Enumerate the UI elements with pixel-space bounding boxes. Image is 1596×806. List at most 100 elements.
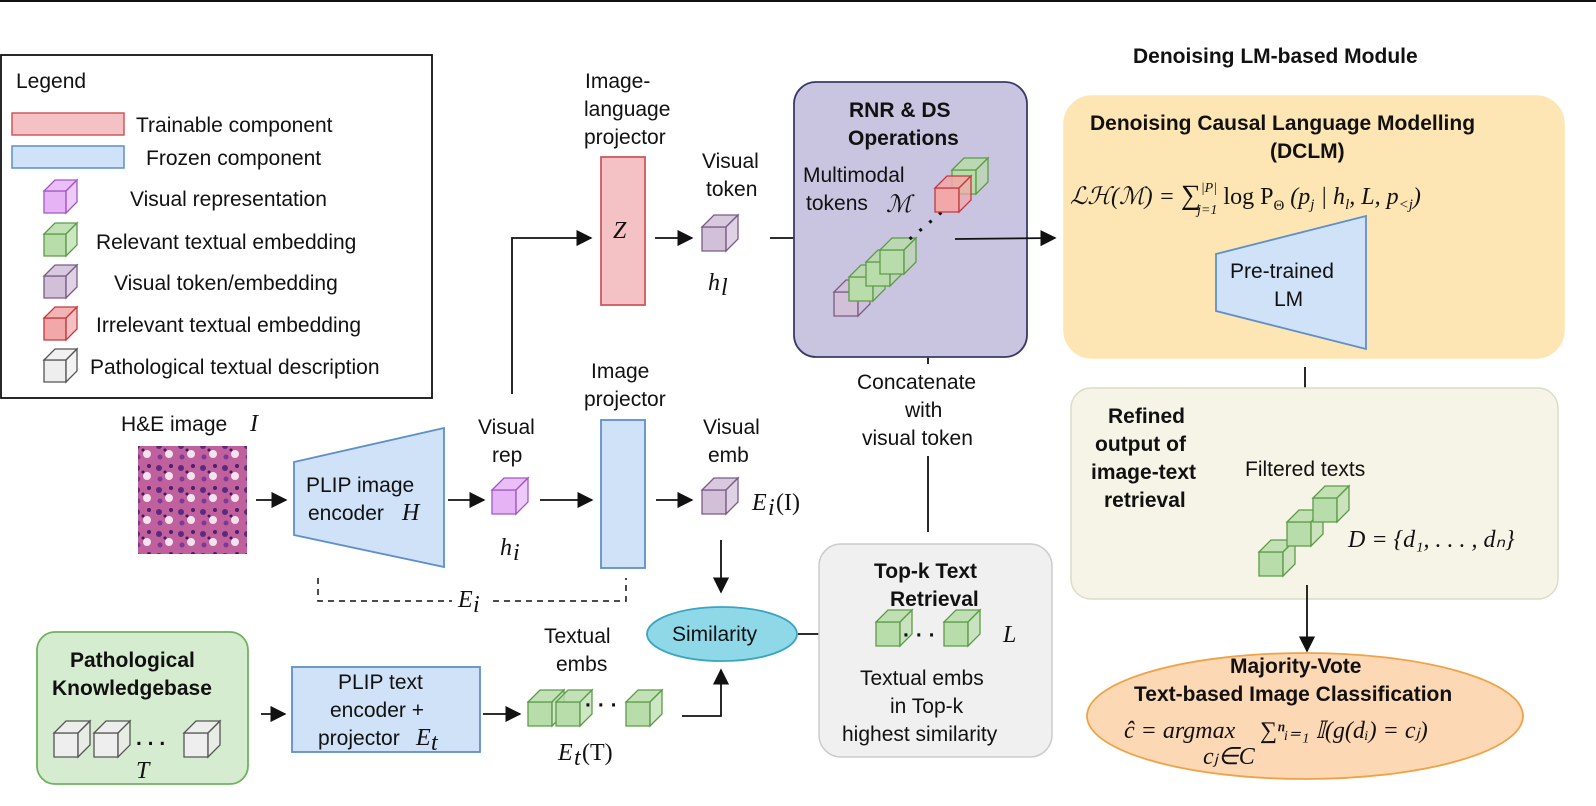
refined-line2: output of — [1095, 433, 1187, 456]
legend-item-visual-representation: Visual representation — [130, 188, 327, 211]
dclm-title-line2: (DCLM) — [1270, 140, 1345, 163]
visual-rep-symbol: h — [500, 535, 512, 561]
majority-title-line1: Majority-Vote — [1230, 655, 1361, 678]
language-projector-line2: language — [584, 98, 670, 121]
rnr-symbol: ℳ — [886, 192, 915, 218]
plip-image-encoder-line2: encoder — [308, 502, 384, 525]
topk-line3: highest similarity — [842, 723, 998, 746]
textual-embs-line1: Textual — [544, 625, 611, 648]
majority-formula-under: cⱼ∈C — [1203, 744, 1256, 770]
filtered-cube-1-icon — [1257, 538, 1297, 578]
visual-token-cube-icon — [700, 213, 740, 253]
visual-rep-sub: i — [513, 540, 520, 566]
legend-item-trainable: Trainable component — [136, 114, 333, 137]
majority-vote: Majority-Vote Text-based Image Classific… — [1086, 652, 1524, 780]
majority-formula-rhs: ∑ⁿᵢ₌₁ 𝕀(g(dᵢ) = cⱼ) — [1260, 718, 1428, 744]
textual-emb-cube-2-icon — [554, 688, 594, 728]
knowledgebase-symbol: T — [136, 758, 151, 784]
visual-token-line1: Visual — [702, 150, 759, 173]
dclm-formula: ℒℋ(ℳ) = ∑|P|j=1 log PΘ (pj | hl, L, p<j) — [1070, 180, 1421, 218]
textual-embs-dots: · · · — [585, 694, 618, 717]
he-image-input: H&E image I — [121, 411, 259, 554]
kb-cube-1-icon — [52, 719, 92, 759]
visual-token-symbol: h — [708, 270, 720, 296]
plip-image-encoder: PLIP image encoder H — [293, 426, 445, 569]
visual-token-line2: token — [706, 178, 757, 201]
he-image-symbol: I — [249, 411, 259, 437]
visual-rep-line2: rep — [492, 444, 522, 467]
dclm-box: Denoising Causal Language Modelling (DCL… — [1063, 95, 1565, 359]
legend-item-frozen: Frozen component — [146, 147, 321, 170]
visual-emb-sub: i — [768, 495, 775, 521]
topk-symbol: L — [1002, 622, 1016, 648]
rnr-token-green-3-cube-icon — [878, 236, 918, 276]
visual-token-sub: l — [721, 275, 728, 301]
he-image-thumbnail — [138, 446, 247, 554]
topk-retrieval: Top-k Text Retrieval · · · L Textual emb… — [818, 543, 1053, 758]
rnr-line1: Multimodal — [803, 164, 905, 187]
legend-title: Legend — [16, 70, 86, 93]
image-language-projector — [600, 156, 646, 306]
language-projector-line3: projector — [584, 126, 666, 149]
visual-rep-cube-icon — [490, 476, 530, 516]
textual-embs-arg: (T) — [582, 740, 613, 766]
pretrained-lm — [1215, 214, 1367, 351]
visual-representation-cube-icon — [42, 178, 79, 215]
topk-cube-1-icon — [874, 608, 914, 648]
majority-title-line2: Text-based Image Classification — [1134, 683, 1452, 706]
text-encoder-line1: PLIP text — [338, 671, 423, 694]
he-image-label: H&E image — [121, 413, 227, 436]
image-projector — [600, 419, 646, 569]
legend-item-relevant-text: Relevant textual embedding — [96, 231, 356, 254]
encoder-group-label-bg — [452, 586, 490, 614]
filtered-texts-label: Filtered texts — [1245, 458, 1365, 481]
language-projector-line1: Image- — [585, 70, 650, 93]
topk-line1: Textual embs — [860, 667, 984, 690]
kb-cube-3-icon — [182, 719, 222, 759]
similarity-label: Similarity — [672, 623, 758, 646]
arrow-embs-to-similarity — [682, 668, 730, 717]
rnr-line2: tokens — [806, 192, 868, 215]
topk-title-line2: Retrieval — [890, 588, 979, 611]
knowledgebase-title-line2: Knowledgebase — [52, 677, 212, 700]
dclm-title-line1: Denoising Causal Language Modelling — [1090, 112, 1475, 135]
visual-emb-arg: (I) — [776, 490, 800, 516]
refined-line3: image-text — [1091, 461, 1196, 484]
text-encoder-line2: encoder + — [330, 699, 424, 722]
kb-dots: . . . — [136, 727, 165, 750]
irrelevant-text-cube-icon — [42, 305, 79, 342]
legend: Legend Trainable component Frozen compon… — [0, 54, 433, 399]
denoising-module-header: Denoising LM-based Module — [1133, 45, 1418, 68]
rnr-ds-operations: RNR & DS Operations Multimodal tokens ℳ … — [793, 81, 1028, 358]
visual-rep-line1: Visual — [478, 416, 535, 439]
refined-line1: Refined — [1108, 405, 1185, 428]
majority-formula-lhs: ĉ = argmax — [1124, 718, 1236, 744]
textual-embs-line2: embs — [556, 653, 607, 676]
similarity-node — [646, 606, 798, 662]
arrow-visual-rep-to-language-projector — [511, 229, 593, 394]
pathological-knowledgebase: Pathological Knowledgebase . . . T — [36, 631, 249, 785]
plip-text-encoder: PLIP text encoder + projector E t — [291, 666, 481, 756]
visual-token-cube-icon — [42, 263, 79, 300]
filtered-cube-3-icon — [1311, 484, 1351, 524]
text-encoder-line3: projector — [318, 727, 400, 750]
legend-item-visual-token: Visual token/embedding — [114, 272, 338, 295]
filtered-formula: D = {d₁, . . . , dₙ} — [1347, 527, 1515, 553]
arrow-rnr-to-dclm — [954, 230, 1057, 247]
concat-line2: with — [904, 399, 942, 422]
lm-line2: LM — [1274, 288, 1303, 311]
textual-emb-cube-3-icon — [624, 688, 664, 728]
text-encoder-sub: t — [431, 730, 439, 756]
visual-emb-line1: Visual — [703, 416, 760, 439]
legend-item-irrelevant-text: Irrelevant textual embedding — [96, 314, 361, 337]
kb-cube-2-icon — [92, 719, 132, 759]
topk-dots: · · · — [903, 624, 936, 647]
frozen-swatch-icon — [11, 145, 125, 169]
concat-label-bg — [852, 364, 1002, 456]
topk-title-line1: Top-k Text — [874, 560, 977, 583]
rnr-token-red-cube-icon — [933, 174, 973, 214]
visual-emb-symbol: E — [751, 490, 767, 516]
legend-item-pathological-text: Pathological textual description — [90, 356, 380, 379]
image-projector-line1: Image — [591, 360, 649, 383]
